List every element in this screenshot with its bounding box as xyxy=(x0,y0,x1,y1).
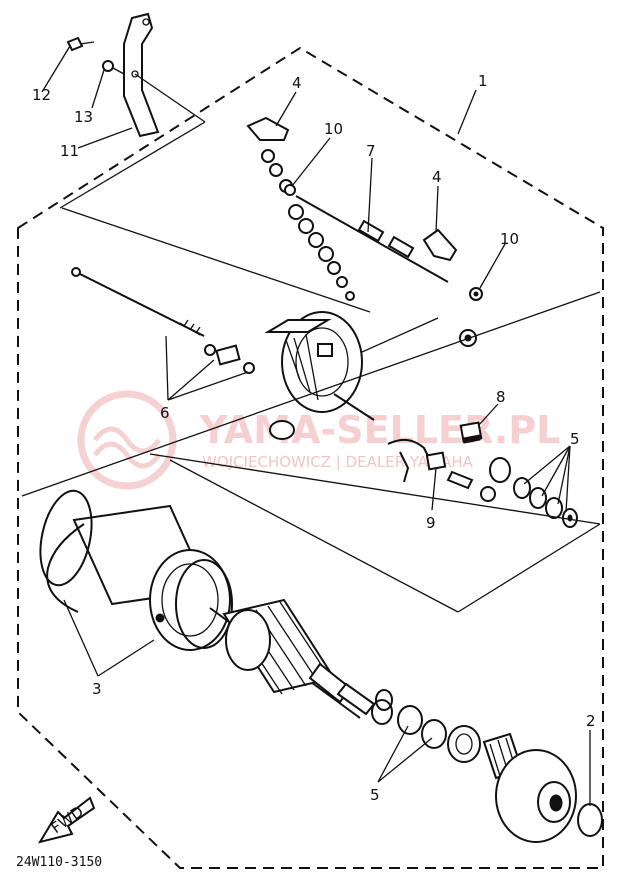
o-ring-yoke-rear xyxy=(175,559,233,649)
o-ring-front xyxy=(577,803,603,837)
callout-4b: 4 xyxy=(432,168,442,186)
mounting-bracket-group xyxy=(59,12,206,209)
washer-column xyxy=(261,149,355,301)
washer-13 xyxy=(102,60,114,72)
armature xyxy=(209,598,393,719)
callout-1: 1 xyxy=(478,72,488,90)
yoke-housing xyxy=(21,291,601,651)
fwd-indicator: FWD xyxy=(37,796,96,844)
washer-stack-upper xyxy=(489,457,578,528)
terminal-bolt-7 xyxy=(295,195,449,283)
brush-9 xyxy=(425,451,447,471)
insulator-4b xyxy=(422,228,458,262)
bolt-12 xyxy=(66,36,84,52)
front-cover-group xyxy=(371,699,603,843)
callout-5b: 5 xyxy=(370,786,380,804)
watermark-title: YAMA-SELLER.PL xyxy=(199,408,560,452)
callout-4a: 4 xyxy=(292,74,302,92)
callout-5a: 5 xyxy=(570,430,580,448)
callout-2: 2 xyxy=(586,712,596,730)
bracket xyxy=(123,12,160,138)
callout-6: 6 xyxy=(160,404,170,422)
callout-numbers: 1 2 3 4 4 5 5 6 7 8 9 10 10 11 12 13 xyxy=(32,72,596,804)
drawing-code: 24W110-3150 xyxy=(16,855,102,870)
rear-cover-assembly xyxy=(61,207,578,528)
nut-10a xyxy=(284,184,296,196)
callout-11: 11 xyxy=(60,142,79,160)
callout-10a: 10 xyxy=(324,120,343,138)
callout-7: 7 xyxy=(366,142,376,160)
insulator-4a xyxy=(246,116,290,141)
terminal-parts-group xyxy=(246,116,483,301)
leader-lines xyxy=(41,45,591,806)
circlip xyxy=(375,689,393,711)
callout-3: 3 xyxy=(92,680,102,698)
bearing xyxy=(447,725,481,763)
o-ring-yoke-front xyxy=(39,489,93,587)
callout-8: 8 xyxy=(496,388,506,406)
callout-10b: 10 xyxy=(500,230,519,248)
watermark-subtitle: WOJCIECHOWICZ | DEALER YAMAHA xyxy=(202,453,474,471)
assembly-boundary xyxy=(17,46,604,869)
rear-cover xyxy=(281,311,363,413)
callout-13: 13 xyxy=(74,108,93,126)
callout-9: 9 xyxy=(426,514,436,532)
callout-12: 12 xyxy=(32,86,51,104)
watermark: YAMA-SELLER.PL WOJCIECHOWICZ | DEALER YA… xyxy=(77,390,560,490)
